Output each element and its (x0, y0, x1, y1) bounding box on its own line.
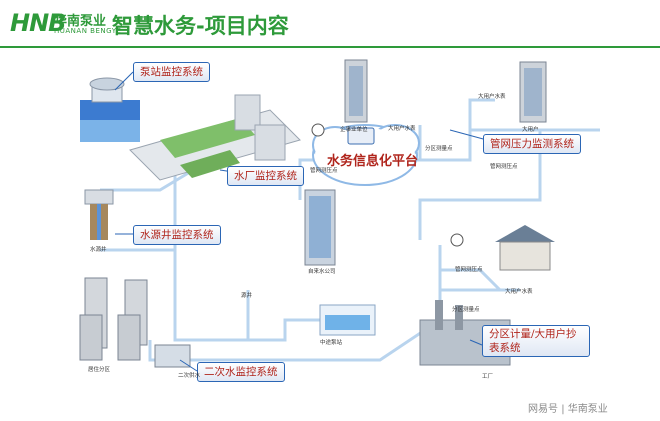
pressure-gauges (311, 123, 464, 247)
label-well-2: 源井 (241, 293, 253, 299)
label-pump-house: 中途泵站 (320, 340, 343, 346)
label-big-user: 大用户 (522, 127, 539, 133)
water-well-illustration (84, 189, 114, 240)
header-divider (0, 46, 660, 48)
cloud-platform (312, 124, 420, 186)
residential-buildings (79, 277, 148, 361)
pipe-bigmeter (440, 268, 502, 292)
label-bigmeter-3: 大用户水表 (505, 289, 533, 295)
pump-station-illustration (80, 77, 140, 142)
label-partition-point-1: 分区测量点 (425, 146, 453, 152)
label-company: 自来水公司 (308, 269, 336, 275)
callout-secondary[interactable]: 二次水监控系统 (197, 362, 285, 382)
label-pipe-point-1: 管网测压点 (310, 168, 338, 174)
label-bigmeter-2: 大用户水表 (478, 94, 506, 100)
big-user-building (519, 61, 547, 123)
callout-pump-station[interactable]: 泵站监控系统 (133, 62, 210, 82)
company-building (304, 189, 336, 266)
header: HNB 华南泵业 HUANAN BENGYE 智慧水务-项目内容 (0, 0, 660, 48)
platform-label: 水务信息化平台 (327, 154, 419, 169)
logo-chinese: 华南泵业 (54, 14, 107, 29)
pipe-right-mid (418, 130, 542, 240)
page-title: 智慧水务-项目内容 (112, 14, 289, 38)
enterprise-building (344, 59, 368, 123)
label-factory: 工厂 (482, 374, 494, 380)
label-secondary-equipment: 二次供水 (178, 373, 201, 379)
house-building (495, 225, 555, 271)
callout-water-plant[interactable]: 水厂监控系统 (227, 166, 304, 186)
watermark: 网易号 | 华南泵业 (528, 400, 608, 415)
label-pipe-point-2: 管网测压点 (490, 164, 518, 170)
callout-water-well[interactable]: 水源井监控系统 (133, 225, 221, 245)
pipe-lower (173, 250, 320, 342)
label-residential: 居住分区 (88, 367, 111, 373)
label-well: 水源井 (90, 247, 107, 253)
label-enterprise: 企事业单位 (340, 127, 368, 133)
water-plant-illustration (129, 94, 301, 181)
pipe-lower-right (148, 245, 442, 362)
secondary-supply-equipment (154, 344, 191, 368)
logo-mark: HNB (10, 9, 66, 37)
pipe-pump-station (100, 170, 191, 192)
watermark-right: 华南泵业 (567, 404, 608, 415)
callout-pipe-pressure[interactable]: 管网压力监测系统 (483, 134, 581, 154)
label-partition-point-2: 分区测量点 (452, 307, 480, 313)
pump-house-illustration (319, 304, 376, 336)
label-pipe-point-3: 管网测压点 (455, 267, 483, 273)
label-bigmeter-1: 大用户水表 (388, 126, 416, 132)
logo-english: HUANAN BENGYE (54, 27, 122, 35)
callout-partition[interactable]: 分区计量/大用户抄表系统 (482, 325, 590, 357)
watermark-separator: | (561, 404, 565, 415)
watermark-left: 网易号 (528, 404, 558, 415)
